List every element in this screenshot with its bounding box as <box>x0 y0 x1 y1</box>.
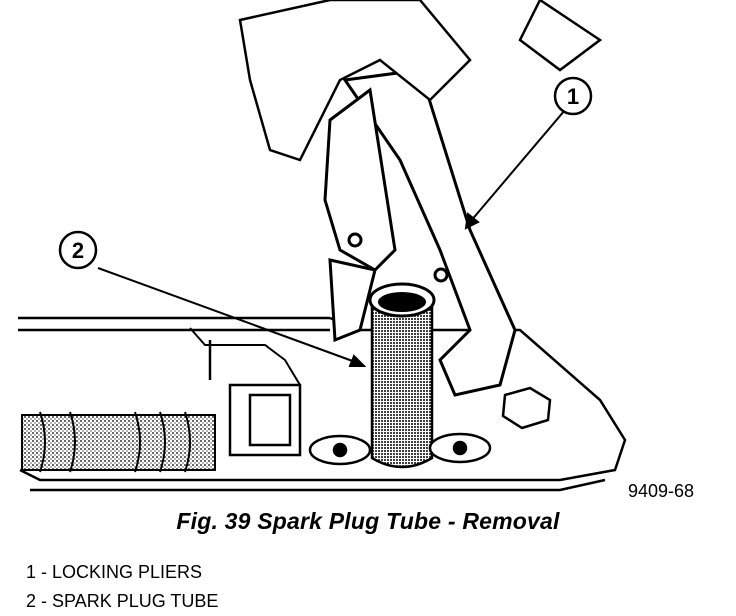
legend-num: 2 <box>26 591 37 611</box>
locking-pliers <box>323 68 517 397</box>
legend-num: 1 <box>26 562 37 582</box>
leader-lines <box>97 109 566 367</box>
hand <box>238 0 603 162</box>
legend-item: 2 - SPARK PLUG TUBE <box>26 591 219 611</box>
spark-plug-tube <box>368 282 436 469</box>
figure-id: 9409-68 <box>628 481 695 501</box>
hose <box>21 411 216 473</box>
bolt-nut <box>308 386 552 466</box>
svg-text:1: 1 <box>567 84 579 109</box>
svg-text:2: 2 <box>72 238 84 263</box>
callout-1: 1 <box>553 76 593 116</box>
legend: 1 - LOCKING PLIERS 2 - SPARK PLUG TUBE <box>26 558 218 616</box>
legend-label: SPARK PLUG TUBE <box>52 591 219 611</box>
callout-2: 2 <box>58 230 98 270</box>
legend-item: 1 - LOCKING PLIERS <box>26 562 203 582</box>
legend-label: LOCKING PLIERS <box>52 562 203 582</box>
figure-caption: Fig. 39 Spark Plug Tube - Removal <box>176 508 560 534</box>
